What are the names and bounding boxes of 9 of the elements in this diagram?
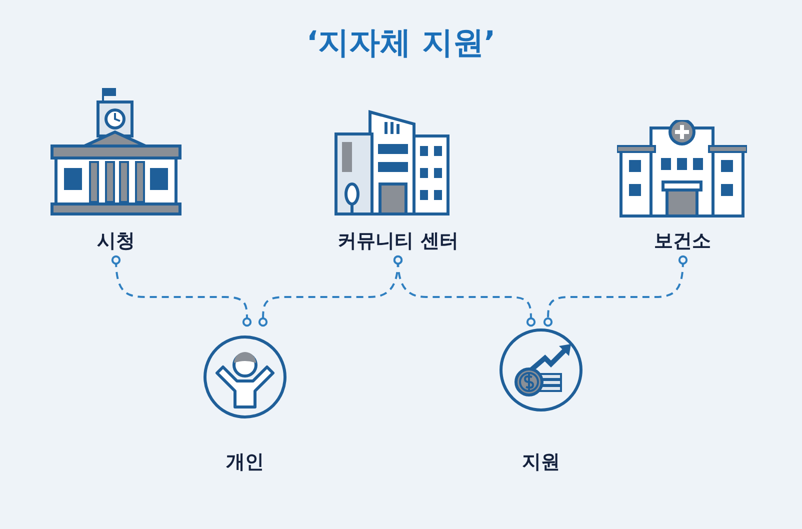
title: ‘지자체 지원’ [306, 24, 496, 63]
connector [111, 255, 252, 327]
node-label: 보건소 [654, 229, 711, 254]
node-label: 시청 [97, 229, 135, 254]
node-label: 지원 [522, 450, 560, 475]
connector [543, 255, 688, 327]
connector [393, 255, 536, 327]
node-label: 커뮤니티 센터 [338, 229, 458, 254]
node-label: 개인 [226, 450, 264, 475]
